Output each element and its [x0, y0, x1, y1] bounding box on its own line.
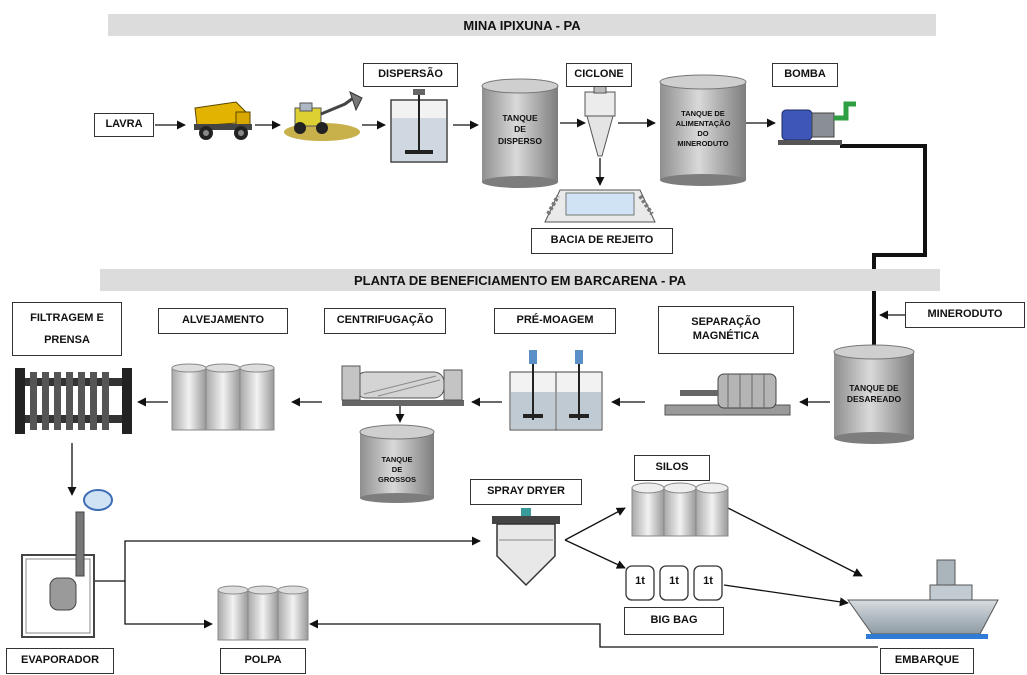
label-pre-moagem: PRÉ-MOAGEM — [494, 308, 616, 334]
label-embarque: EMBARQUE — [880, 648, 974, 674]
arrow-spraydryer-bigbag — [564, 539, 626, 569]
arrow-silos-embarque — [727, 507, 863, 577]
tanque-grossos-icon — [359, 424, 435, 503]
cyclone-icon — [584, 85, 616, 157]
big-bag-1-text: 1t — [635, 575, 645, 587]
silos-icon — [631, 482, 729, 537]
tanque-desareado-icon — [833, 344, 915, 444]
spray-dryer-icon — [492, 508, 560, 587]
tanque-disperso-icon — [481, 78, 559, 188]
polpa-tanks-icon — [217, 585, 309, 641]
label-polpa: POLPA — [220, 648, 306, 674]
section-banner-planta: PLANTA DE BENEFICIAMENTO EM BARCARENA - … — [100, 269, 940, 291]
arrow-evaporador-polpa — [124, 581, 213, 629]
tank-text-alimentacao: TANQUE DE ALIMENTAÇÃO DO MINERODUTO — [675, 108, 731, 149]
big-bag-3-text: 1t — [703, 575, 713, 587]
evaporator-icon — [21, 489, 113, 638]
ship-icon — [847, 559, 999, 639]
section-banner-mina: MINA IPIXUNA - PA — [108, 14, 936, 36]
tank-text-desareado: TANQUE DE DESAREADO — [846, 382, 902, 404]
tank-text-grossos: TANQUE DE GROSSOS — [378, 454, 416, 485]
label-filtragem-prensa: FILTRAGEM E PRENSA — [12, 302, 122, 356]
haul-truck-icon — [194, 101, 252, 140]
label-separacao-magnetica: SEPARAÇÃO MAGNÉTICA — [658, 306, 794, 354]
filter-press-icon — [15, 368, 132, 434]
label-big-bag: BIG BAG — [624, 607, 724, 635]
arrow-evaporador-spraydryer — [95, 536, 481, 582]
dispersion-mixer-icon — [390, 89, 448, 163]
tanque-alimentacao-icon — [659, 74, 747, 186]
centrifuge-icon — [341, 365, 464, 406]
label-silos: SILOS — [634, 455, 710, 481]
pump-icon — [778, 101, 856, 145]
arrow-bigbag-embarque — [723, 584, 849, 607]
magnetic-separator-icon — [664, 373, 791, 416]
big-bag-2-text: 1t — [669, 575, 679, 587]
label-mineroduto: MINERODUTO — [905, 302, 1025, 328]
arrow-spraydryer-silos — [564, 507, 626, 541]
bleaching-tanks-icon — [171, 363, 275, 431]
big-bags-icon — [625, 565, 723, 601]
tailings-basin-icon — [544, 189, 656, 223]
loader-icon — [284, 91, 363, 141]
label-bacia-rejeito: BACIA DE REJEITO — [531, 228, 673, 254]
label-alvejamento: ALVEJAMENTO — [158, 308, 288, 334]
flow-arrows — [67, 118, 905, 648]
label-lavra: LAVRA — [94, 113, 154, 137]
arrow-embarque-polpa — [309, 619, 878, 648]
label-dispersao: DISPERSÃO — [363, 63, 458, 87]
label-bomba: BOMBA — [772, 63, 838, 87]
label-ciclone: CICLONE — [566, 63, 632, 87]
pre-grinding-mixers-icon — [509, 350, 603, 431]
label-centrifugacao: CENTRIFUGAÇÃO — [324, 308, 446, 334]
label-evaporador: EVAPORADOR — [6, 648, 114, 674]
tank-text-disperso: TANQUE DE DISPERSO — [498, 112, 542, 146]
label-spray-dryer: SPRAY DRYER — [470, 479, 582, 505]
